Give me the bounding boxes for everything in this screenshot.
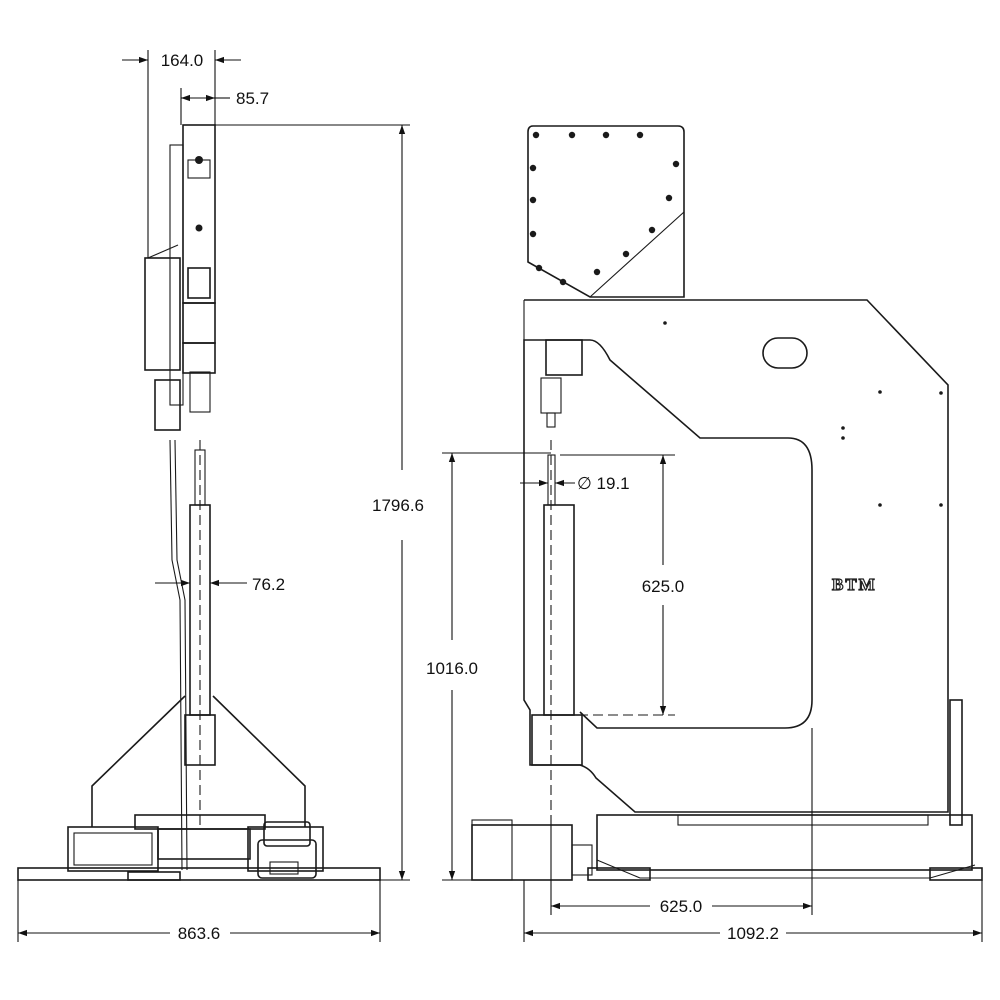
- front-view: BTM: [471, 125, 983, 881]
- head-bolts: [529, 131, 680, 286]
- dim-stroke: 625.0: [642, 577, 685, 596]
- dim-column-dia: 76.2: [252, 575, 285, 594]
- front-view-dimensions: ∅ 19.1 625.0 1016.0 625.0 1092.2: [426, 452, 983, 943]
- dim-ram-dia: ∅ 19.1: [577, 474, 630, 493]
- side-view: [17, 124, 381, 881]
- dim-width-head: 85.7: [236, 89, 269, 108]
- dim-base-length: 1092.2: [727, 924, 779, 943]
- dim-height-total: 1796.6: [372, 496, 424, 515]
- dim-width-top: 164.0: [161, 51, 204, 70]
- side-view-dimensions: 164.0 85.7 1796.6 76.2 863.6: [17, 50, 424, 943]
- dim-table-height: 1016.0: [426, 659, 478, 678]
- btm-logo: BTM: [832, 575, 877, 594]
- dim-throat-depth: 625.0: [660, 897, 703, 916]
- dim-base-width: 863.6: [178, 924, 221, 943]
